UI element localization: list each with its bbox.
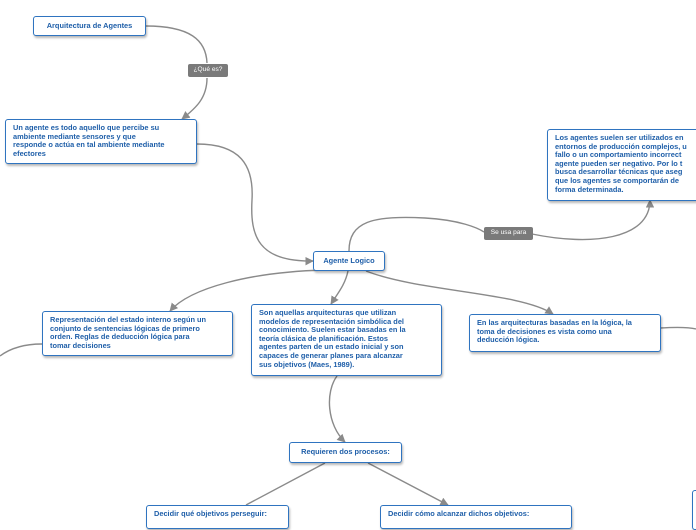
link-se-usa-para-utilizados [531, 199, 655, 241]
node-requieren-procesos[interactable]: Requieren dos procesos: [289, 442, 402, 463]
node-decidir-como-alcanzar[interactable]: Decidir cómo alcanzar dichos objetivos: [380, 505, 572, 529]
link-central-simbolica [330, 270, 349, 305]
link-que-es-definicion [181, 77, 208, 120]
node-utilizados-entornos[interactable]: Los agentes suelen ser utilizados en ent… [547, 129, 696, 201]
node-arquitectura-de-agentes[interactable]: Arquitectura de Agentes [33, 16, 146, 36]
link-central-decisiones [365, 270, 554, 315]
node-offscreen-partial[interactable] [692, 490, 696, 530]
link-arquitectura-que-es [145, 25, 208, 64]
link-decisiones-offscreen [659, 326, 696, 330]
node-toma-decisiones[interactable]: En las arquitecturas basadas en la lógic… [469, 314, 661, 352]
node-decidir-objetivos[interactable]: Decidir qué objetivos perseguir: [146, 505, 289, 529]
link-label-que-es[interactable]: ¿Qué es? [188, 64, 228, 77]
link-representacion-offscreen [0, 343, 43, 357]
link-label-se-usa-para[interactable]: Se usa para [484, 227, 533, 240]
link-procesos-alcanzar [367, 462, 449, 506]
node-representacion-estado[interactable]: Representación del estado interno según … [42, 311, 233, 356]
node-definicion-agente[interactable]: Un agente es todo aquello que percibe su… [5, 119, 197, 164]
node-arquitecturas-simbolicas[interactable]: Son aquellas arquitecturas que utilizan … [251, 304, 442, 376]
node-agente-logico[interactable]: Agente Logico [313, 251, 385, 271]
link-central-representacion [169, 269, 326, 312]
link-procesos-objetivos [245, 462, 326, 506]
link-central-se-usa-para [348, 216, 485, 252]
link-definicion-central [196, 143, 314, 266]
link-simbolica-procesos [328, 375, 346, 443]
